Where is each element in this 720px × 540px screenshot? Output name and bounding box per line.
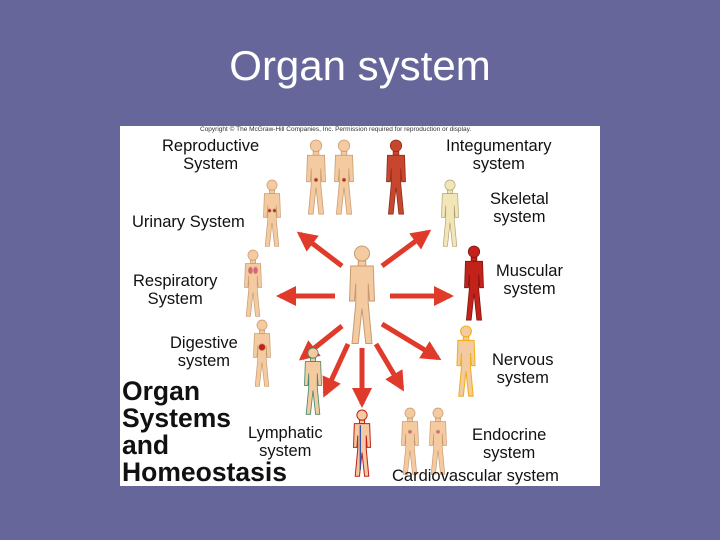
endocrine-figure-2 [429, 407, 447, 475]
respiratory-figure [244, 249, 262, 317]
label-urinary: Urinary System [132, 213, 245, 231]
arrow-skeletal [380, 229, 432, 269]
digestive-figure [253, 319, 271, 387]
figure-title: Organ Systems and Homeostasis [122, 376, 287, 486]
arrows [276, 229, 454, 408]
arrow-lymphatic [322, 342, 351, 398]
cardiovascular-figure [352, 409, 372, 477]
reproductive-female-figure [334, 139, 354, 215]
nervous-figure [456, 325, 476, 397]
lymphatic-figure [304, 347, 322, 415]
label-cardiovascular: Cardiovascular system [392, 467, 559, 485]
diagram-graphics [244, 139, 484, 477]
integumentary-figure [386, 139, 406, 215]
muscular-figure [464, 245, 484, 321]
urinary-figure [263, 179, 281, 247]
arrow-nervous [380, 321, 442, 361]
copyright-notice: Copyright © The McGraw-Hill Companies, I… [200, 126, 472, 133]
center-body-figure [348, 245, 376, 345]
organ-systems-figure: Copyright © The McGraw-Hill Companies, I… [120, 126, 600, 486]
skeletal-figure [441, 179, 459, 247]
endocrine-figure-1 [401, 407, 419, 475]
reproductive-male-figure [306, 139, 326, 215]
arrow-endocrine [373, 342, 405, 392]
arrow-urinary [296, 231, 344, 268]
slide-title: Organ system [229, 42, 491, 89]
